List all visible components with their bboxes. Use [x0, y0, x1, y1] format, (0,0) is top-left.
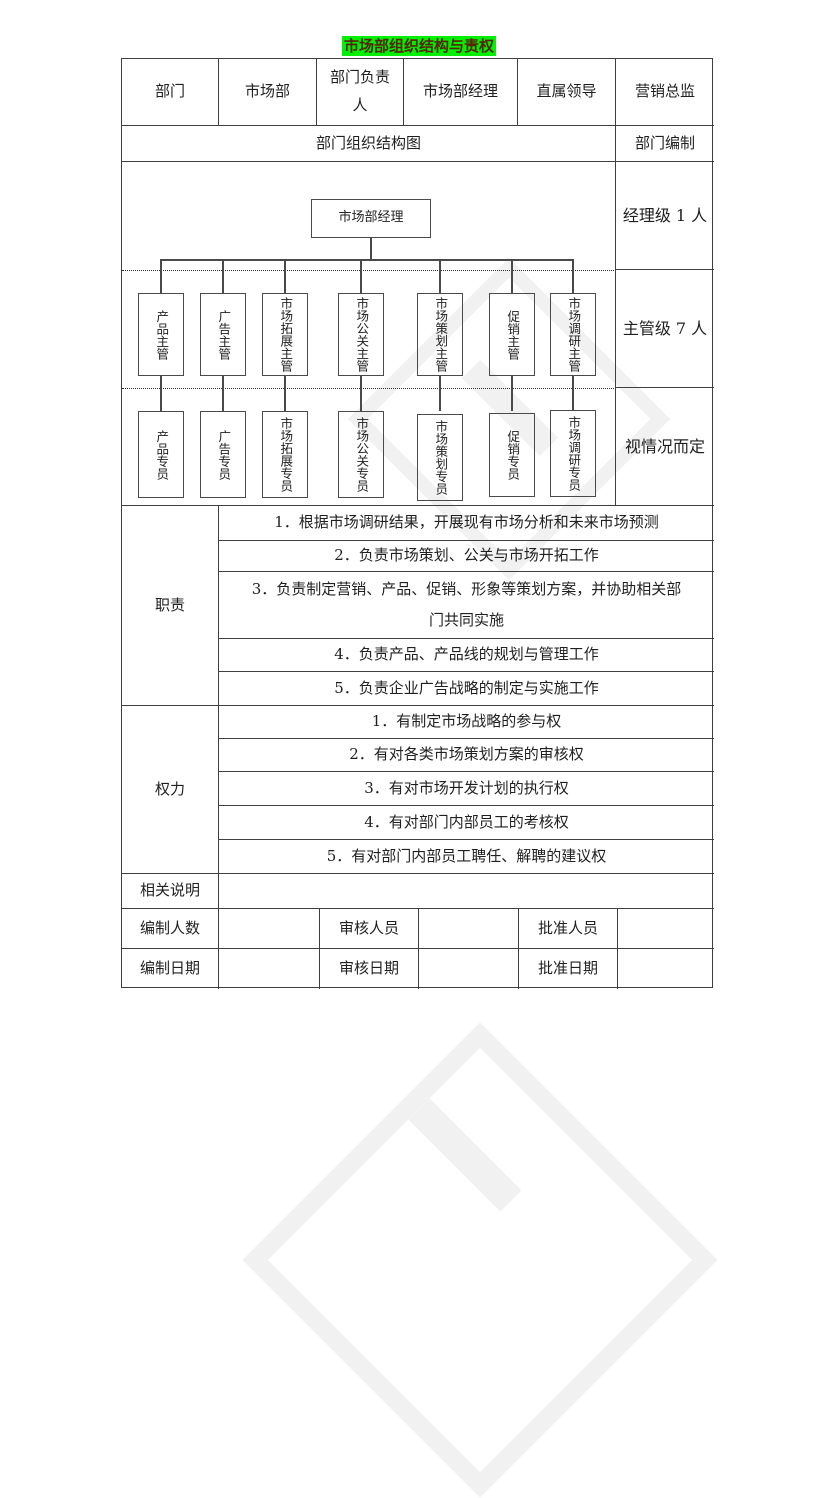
dept-label-cell: 部门 — [122, 59, 219, 126]
org-node-root: 市场部经理 — [311, 199, 431, 238]
power-item-row: 2．有对各类市场策划方案的审核权 — [219, 739, 714, 772]
specialist-label: 促销专员 — [505, 430, 521, 480]
specialist-label: 市场调研专员 — [566, 416, 582, 491]
connector-sup-4 — [360, 259, 362, 293]
reviewer-label: 审核人员 — [320, 909, 419, 949]
org-node-supervisor: 市场拓展主管 — [262, 293, 308, 376]
prepared-count-label: 编制人数 — [122, 909, 219, 949]
connector-spec-6 — [511, 376, 513, 411]
reviewer-value — [419, 909, 519, 949]
duty-item-row: 4．负责产品、产品线的规划与管理工作 — [219, 639, 714, 672]
review-date-value — [419, 949, 519, 989]
connector-spec-4 — [360, 376, 362, 411]
connector-sup-5 — [439, 259, 441, 293]
power-item-row: 5．有对部门内部员工聘任、解聘的建议权 — [219, 840, 714, 874]
prepared-count-value — [219, 909, 320, 949]
level-divider-dotted-1 — [122, 270, 614, 271]
org-node-supervisor: 市场策划主管 — [417, 293, 463, 376]
approver-value — [618, 909, 714, 949]
org-node-specialist: 促销专员 — [489, 413, 535, 497]
approve-date-label: 批准日期 — [519, 949, 618, 989]
specialist-label: 市场公关专员 — [354, 417, 370, 492]
staffing-level-manager: 经理级 1 人 — [616, 162, 714, 270]
supervisor-label: 市场公关主管 — [354, 297, 370, 372]
org-node-supervisor: 促销主管 — [489, 293, 535, 376]
org-node-specialist: 产品专员 — [138, 411, 184, 498]
power-item-row: 4．有对部门内部员工的考核权 — [219, 806, 714, 840]
supervisor-label: 产品主管 — [154, 309, 170, 360]
duty-item-row: 1．根据市场调研结果，开展现有市场分析和未来市场预测 — [219, 506, 714, 541]
org-node-supervisor: 广告主管 — [200, 293, 246, 376]
head-label-cell: 部门负责人 — [317, 59, 404, 126]
duty-item-row: 2．负责市场策划、公关与市场开拓工作 — [219, 541, 714, 572]
connector-sup-7 — [572, 259, 574, 293]
staffing-level-specialist: 视情况而定 — [616, 388, 714, 506]
org-node-specialist: 广告专员 — [200, 411, 246, 498]
connector-spec-2 — [222, 376, 224, 411]
supervisor-label: 市场策划主管 — [433, 297, 449, 372]
supervisor-label: 广告主管 — [216, 309, 232, 360]
connector-horizontal — [161, 259, 573, 261]
main-table: 部门 市场部 部门负责人 市场部经理 直属领导 营销总监 部门组织结构图 部门编… — [121, 58, 714, 989]
connector-spec-3 — [284, 376, 286, 411]
connector-spec-1 — [160, 376, 162, 411]
org-node-supervisor: 市场公关主管 — [338, 293, 384, 376]
document-page: 市场部组织结构与责权 部门 市场部 部门负责人 市场部经理 直属领导 营销总监 … — [121, 36, 718, 1498]
org-node-specialist: 市场公关专员 — [338, 411, 384, 498]
leader-value-cell: 营销总监 — [616, 59, 714, 126]
specialist-label: 市场拓展专员 — [278, 417, 294, 492]
org-node-specialist: 市场调研专员 — [550, 410, 596, 497]
supervisor-label: 促销主管 — [505, 309, 521, 360]
level-divider-dotted-2 — [122, 388, 614, 389]
prepared-date-label: 编制日期 — [122, 949, 219, 989]
org-node-root-label: 市场部经理 — [338, 210, 404, 226]
duty-item-row: 3．负责制定营销、产品、促销、形象等策划方案，并协助相关部门共同实施 — [219, 572, 714, 639]
org-node-supervisor: 市场调研主管 — [550, 293, 596, 376]
review-date-label: 审核日期 — [320, 949, 419, 989]
notes-label-cell: 相关说明 — [122, 874, 219, 909]
duties-label-cell: 职责 — [122, 506, 219, 706]
page-title: 市场部组织结构与责权 — [341, 36, 497, 56]
specialist-label: 市场策划专员 — [433, 420, 449, 495]
power-item-row: 1．有制定市场战略的参与权 — [219, 706, 714, 739]
connector-sup-1 — [160, 259, 162, 293]
org-node-supervisor: 产品主管 — [138, 293, 184, 376]
chart-section-header: 部门组织结构图 — [122, 126, 616, 162]
connector-sup-2 — [222, 259, 224, 293]
org-node-specialist: 市场策划专员 — [417, 414, 463, 501]
approve-date-value — [618, 949, 714, 989]
head-value-cell: 市场部经理 — [404, 59, 518, 126]
specialist-label: 广告专员 — [216, 429, 232, 480]
connector-spec-7 — [572, 376, 574, 411]
connector-root-stub — [370, 238, 372, 259]
connector-spec-5 — [439, 376, 441, 411]
supervisor-label: 市场拓展主管 — [278, 297, 294, 372]
connector-sup-6 — [511, 259, 513, 293]
specialist-label: 产品专员 — [154, 429, 170, 480]
org-node-specialist: 市场拓展专员 — [262, 411, 308, 498]
org-chart-area: 市场部经理 产品主管 广告主管 市场拓展主管 市场公关主管 市场策划主管 促销主… — [122, 162, 616, 506]
powers-label-cell: 权力 — [122, 706, 219, 874]
approver-label: 批准人员 — [519, 909, 618, 949]
dept-value-cell: 市场部 — [219, 59, 317, 126]
staffing-section-header: 部门编制 — [616, 126, 714, 162]
duty-item-row: 5．负责企业广告战略的制定与实施工作 — [219, 672, 714, 706]
power-item-row: 3．有对市场开发计划的执行权 — [219, 772, 714, 806]
watermark-diamond-bottom — [242, 1022, 718, 1498]
leader-label-cell: 直属领导 — [518, 59, 616, 126]
supervisor-label: 市场调研主管 — [566, 297, 582, 372]
connector-sup-3 — [284, 259, 286, 293]
prepared-date-value — [219, 949, 320, 989]
staffing-level-supervisor: 主管级 7 人 — [616, 270, 714, 388]
notes-value-cell — [219, 874, 714, 909]
